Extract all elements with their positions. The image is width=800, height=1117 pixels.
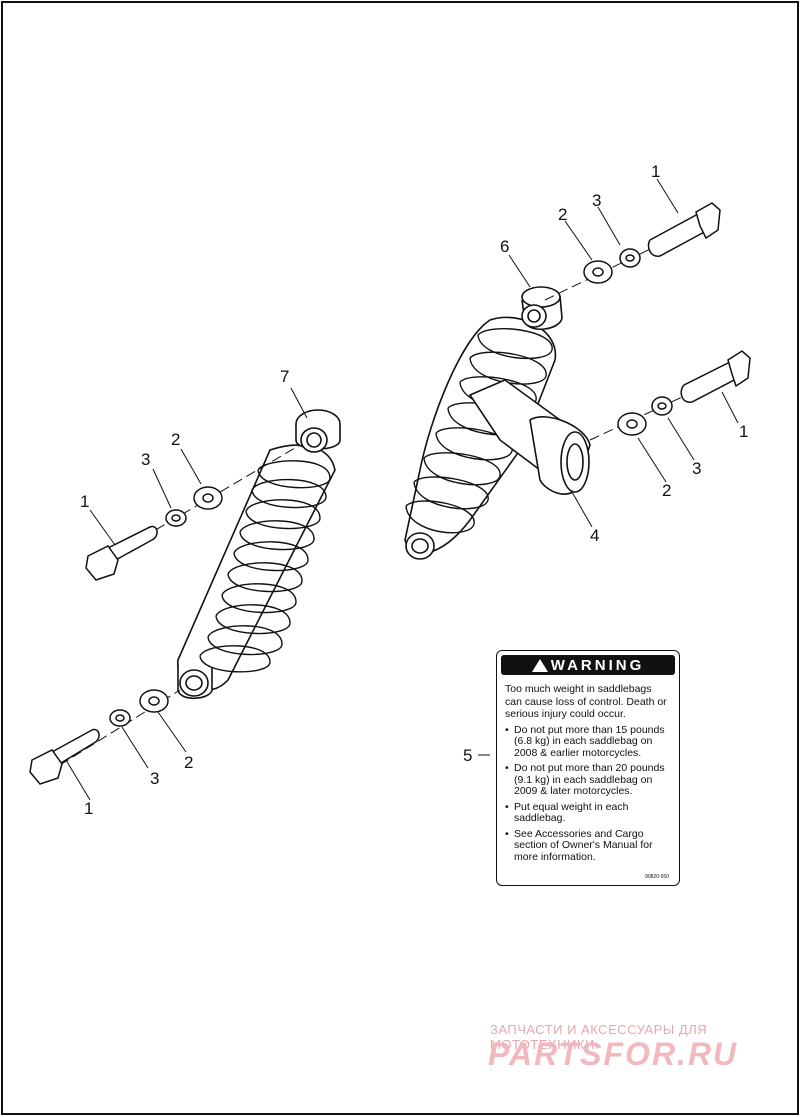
warning-header: WARNING bbox=[501, 655, 675, 675]
right-top-hardware bbox=[544, 202, 721, 301]
warning-bullet-list: Do not put more than 15 pounds (6.8 kg) … bbox=[505, 724, 673, 864]
warning-part-code: 90820-550 bbox=[645, 874, 669, 880]
watermark-tagline: ЗАПЧАСТИ И АКСЕССУАРЫ ДЛЯ МОТОТЕХНИКИ bbox=[490, 1022, 708, 1052]
warning-bullet: Put equal weight in each saddlebag. bbox=[505, 801, 673, 825]
callout-3: 3 bbox=[592, 191, 602, 210]
bolt-1-mid-right bbox=[680, 360, 740, 403]
right-shock-absorber bbox=[404, 286, 591, 560]
callout-1: 1 bbox=[651, 162, 661, 181]
callout-2: 2 bbox=[171, 430, 181, 449]
bolt-1-top-right bbox=[647, 213, 710, 257]
watermark-logo: PARTSFOR.RU bbox=[488, 1036, 739, 1072]
callout-6: 6 bbox=[500, 237, 510, 256]
bolt-1-bottom-left bbox=[51, 728, 100, 768]
right-mid-hardware bbox=[589, 350, 751, 441]
callout-4: 4 bbox=[590, 526, 600, 545]
callout-3: 3 bbox=[150, 769, 160, 788]
warning-triangle-icon bbox=[531, 658, 548, 672]
warning-header-text: WARNING bbox=[550, 656, 645, 674]
callout-1: 1 bbox=[84, 799, 94, 818]
callout-7: 7 bbox=[280, 367, 290, 386]
warning-bullet: Do not put more than 15 pounds (6.8 kg) … bbox=[505, 724, 673, 760]
callout-5: 5 bbox=[463, 746, 473, 765]
left-bottom-hardware bbox=[29, 689, 181, 785]
callout-2: 2 bbox=[184, 753, 194, 772]
callout-1: 1 bbox=[80, 492, 90, 511]
callout-2: 2 bbox=[662, 481, 672, 500]
callout-2: 2 bbox=[558, 205, 568, 224]
warning-bullet: See Accessories and Cargo section of Own… bbox=[505, 828, 673, 864]
warning-label: WARNING Too much weight in saddlebags ca… bbox=[496, 650, 680, 886]
warning-bullet: Do not put more than 20 pounds (9.1 kg) … bbox=[505, 762, 673, 798]
left-top-hardware bbox=[85, 444, 301, 581]
callout-1: 1 bbox=[739, 422, 749, 441]
leader-lines bbox=[65, 178, 739, 801]
bolt-1-top-left bbox=[107, 525, 158, 564]
callout-3: 3 bbox=[141, 450, 151, 469]
left-shock-absorber bbox=[177, 409, 341, 700]
warning-intro: Too much weight in saddlebags can cause … bbox=[505, 683, 667, 720]
callout-3: 3 bbox=[692, 459, 702, 478]
